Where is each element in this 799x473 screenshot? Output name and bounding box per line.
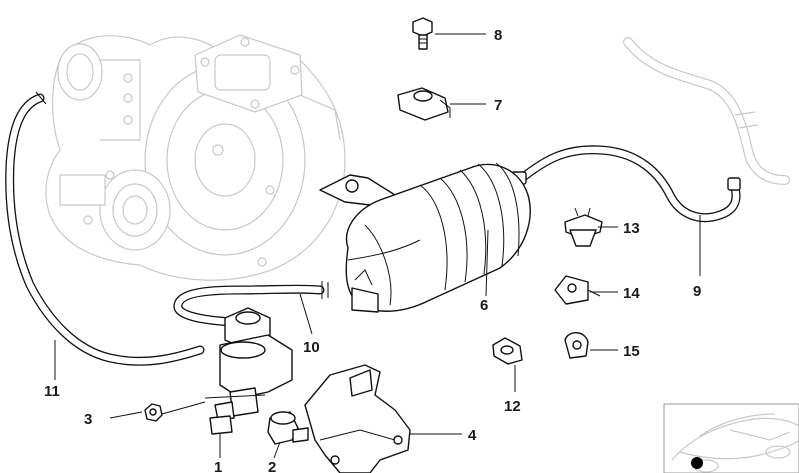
bracket-4	[304, 364, 411, 473]
callout-3: 3	[84, 411, 92, 428]
callout-2: 2	[268, 459, 276, 473]
leader-lines	[54, 33, 701, 459]
expanding-rivet-13	[564, 207, 603, 247]
clip-15	[564, 332, 589, 359]
clip-nut-7	[397, 87, 451, 121]
vacuum-hose-11	[5, 91, 205, 366]
callout-9-main: 9	[693, 283, 701, 300]
rubber-mount-2	[267, 411, 309, 445]
hose-clip-14	[554, 275, 601, 305]
callout-7: 7	[494, 97, 502, 114]
callout-8: 8	[494, 27, 502, 44]
bolt-8	[412, 17, 433, 50]
vehicle-locator-inset	[663, 403, 799, 473]
solenoid-valve-1	[204, 307, 293, 435]
turbocharger-outline	[45, 34, 346, 281]
vacuum-reservoir-6	[319, 162, 531, 313]
nut-3	[144, 401, 206, 422]
vacuum-hose-9	[511, 145, 741, 223]
location-marker-icon	[691, 457, 703, 469]
callout-4: 4	[468, 427, 477, 444]
callout-10: 10	[303, 339, 320, 356]
hose-clip-12	[492, 337, 523, 365]
callout-11: 11	[44, 383, 60, 400]
callout-14: 14	[623, 285, 640, 302]
callout-13: 13	[623, 220, 640, 237]
vacuum-hose-10	[173, 281, 329, 327]
callout-6: 6	[480, 297, 488, 314]
callout-labels: 8 7 13 6 9 14 10 15 11 12 3 4 1 2	[44, 27, 701, 473]
callout-1: 1	[214, 459, 222, 473]
callout-12: 12	[504, 398, 521, 415]
callout-15: 15	[623, 343, 640, 360]
pipe-outline	[623, 37, 790, 185]
